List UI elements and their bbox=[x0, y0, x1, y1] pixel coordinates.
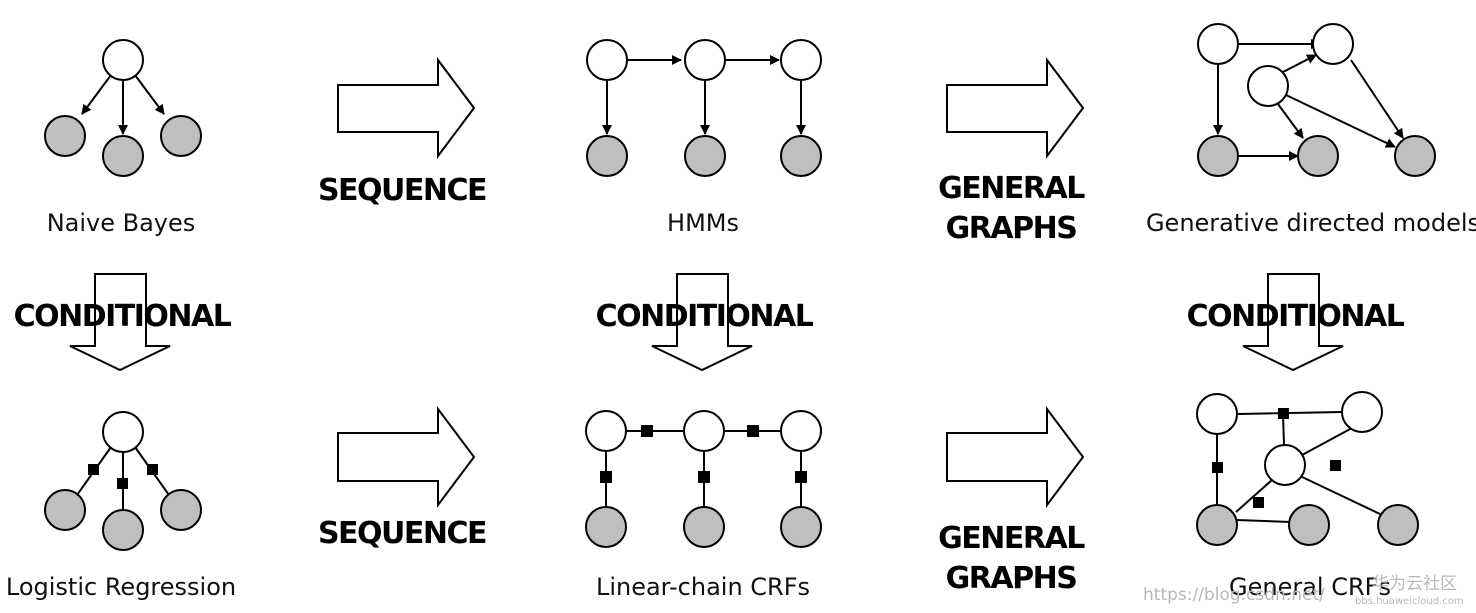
observed-node bbox=[44, 115, 86, 157]
hidden-node bbox=[102, 411, 144, 453]
edge bbox=[1282, 54, 1317, 73]
logistic-regression-graph bbox=[44, 411, 202, 551]
edge bbox=[1301, 427, 1353, 456]
factor-node bbox=[641, 425, 653, 437]
conditional-arrow-left bbox=[69, 273, 171, 372]
factor-node bbox=[795, 471, 807, 483]
general-label-top: GENERAL bbox=[938, 171, 1085, 206]
label-linear-chain-crfs: Linear-chain CRFs bbox=[596, 573, 810, 601]
label-logistic-regression: Logistic Regression bbox=[6, 573, 236, 601]
observed-node bbox=[1377, 504, 1419, 546]
edge bbox=[1282, 413, 1285, 447]
observed-node bbox=[1394, 135, 1436, 177]
graphs-label-bottom: GRAPHS bbox=[946, 561, 1077, 596]
hidden-node bbox=[1247, 65, 1289, 107]
general-label-bottom: GENERAL bbox=[938, 521, 1085, 556]
edge bbox=[1237, 411, 1343, 415]
observed-node bbox=[44, 489, 86, 531]
edge bbox=[1285, 94, 1396, 148]
factor-node bbox=[1330, 460, 1341, 471]
label-naive-bayes: Naive Bayes bbox=[47, 209, 196, 237]
sequence-arrow-bottom bbox=[337, 406, 476, 508]
edge bbox=[1236, 519, 1292, 523]
observed-node bbox=[585, 506, 627, 548]
hidden-node bbox=[683, 410, 725, 452]
sequence-arrow-top bbox=[337, 57, 476, 159]
hidden-node bbox=[1264, 444, 1306, 486]
observed-node bbox=[1297, 135, 1339, 177]
observed-node bbox=[586, 135, 628, 177]
factor-node bbox=[1212, 462, 1223, 473]
conditional-arrow-middle bbox=[651, 273, 753, 372]
watermark-domain: bbs.huaweicloud.com bbox=[1355, 596, 1464, 607]
conditional-label-right: CONDITIONAL bbox=[1187, 299, 1405, 334]
observed-node bbox=[102, 135, 144, 177]
label-generative-directed-models: Generative directed models bbox=[1146, 209, 1476, 237]
hidden-node bbox=[102, 39, 144, 81]
factor-node bbox=[698, 471, 710, 483]
hidden-node bbox=[586, 39, 628, 81]
factor-node bbox=[147, 464, 158, 475]
conditional-label-left: CONDITIONAL bbox=[14, 299, 232, 334]
sequence-label-top: SEQUENCE bbox=[318, 173, 486, 208]
hidden-node bbox=[585, 410, 627, 452]
hidden-node bbox=[780, 410, 822, 452]
watermark-site: 华为云社区 bbox=[1372, 574, 1457, 594]
general-graphs-arrow-top bbox=[946, 57, 1085, 159]
factor-node bbox=[1278, 408, 1289, 419]
edge bbox=[1299, 475, 1381, 515]
hidden-node bbox=[1341, 391, 1383, 433]
graphs-label-top: GRAPHS bbox=[946, 211, 1077, 246]
observed-node bbox=[160, 489, 202, 531]
hidden-node bbox=[1312, 23, 1354, 65]
sequence-label-bottom: SEQUENCE bbox=[318, 516, 486, 551]
general-graphs-arrow-bottom bbox=[946, 406, 1085, 508]
edge bbox=[81, 74, 112, 115]
hidden-node bbox=[1197, 23, 1239, 65]
naive-bayes-graph bbox=[44, 39, 202, 177]
observed-node bbox=[1197, 135, 1239, 177]
observed-node bbox=[780, 135, 822, 177]
observed-node bbox=[684, 135, 726, 177]
hidden-node bbox=[1196, 393, 1238, 435]
general-crf-graph bbox=[1196, 391, 1419, 546]
edge bbox=[1350, 59, 1404, 139]
label-general-crfs: General CRFs bbox=[1229, 573, 1391, 601]
conditional-label-middle: CONDITIONAL bbox=[596, 299, 814, 334]
linear-chain-crf-graph bbox=[585, 410, 822, 548]
edge bbox=[134, 74, 165, 115]
observed-node bbox=[780, 506, 822, 548]
hidden-node bbox=[684, 39, 726, 81]
hmm-graph bbox=[586, 39, 822, 177]
observed-node bbox=[1288, 504, 1330, 546]
factor-node bbox=[1253, 497, 1264, 508]
observed-node bbox=[683, 506, 725, 548]
label-hmms: HMMs bbox=[667, 209, 739, 237]
conditional-arrow-right bbox=[1242, 273, 1344, 372]
factor-node bbox=[117, 478, 128, 489]
observed-node bbox=[102, 509, 144, 551]
generative-directed-graph bbox=[1197, 23, 1436, 177]
hidden-node bbox=[780, 39, 822, 81]
factor-node bbox=[747, 425, 759, 437]
edge bbox=[1235, 479, 1273, 513]
edge bbox=[1277, 103, 1304, 139]
factor-node bbox=[600, 471, 612, 483]
factor-node bbox=[88, 464, 99, 475]
observed-node bbox=[1196, 504, 1238, 546]
watermark-url: https://blog.csdn.net/ bbox=[1143, 585, 1325, 605]
observed-node bbox=[160, 115, 202, 157]
